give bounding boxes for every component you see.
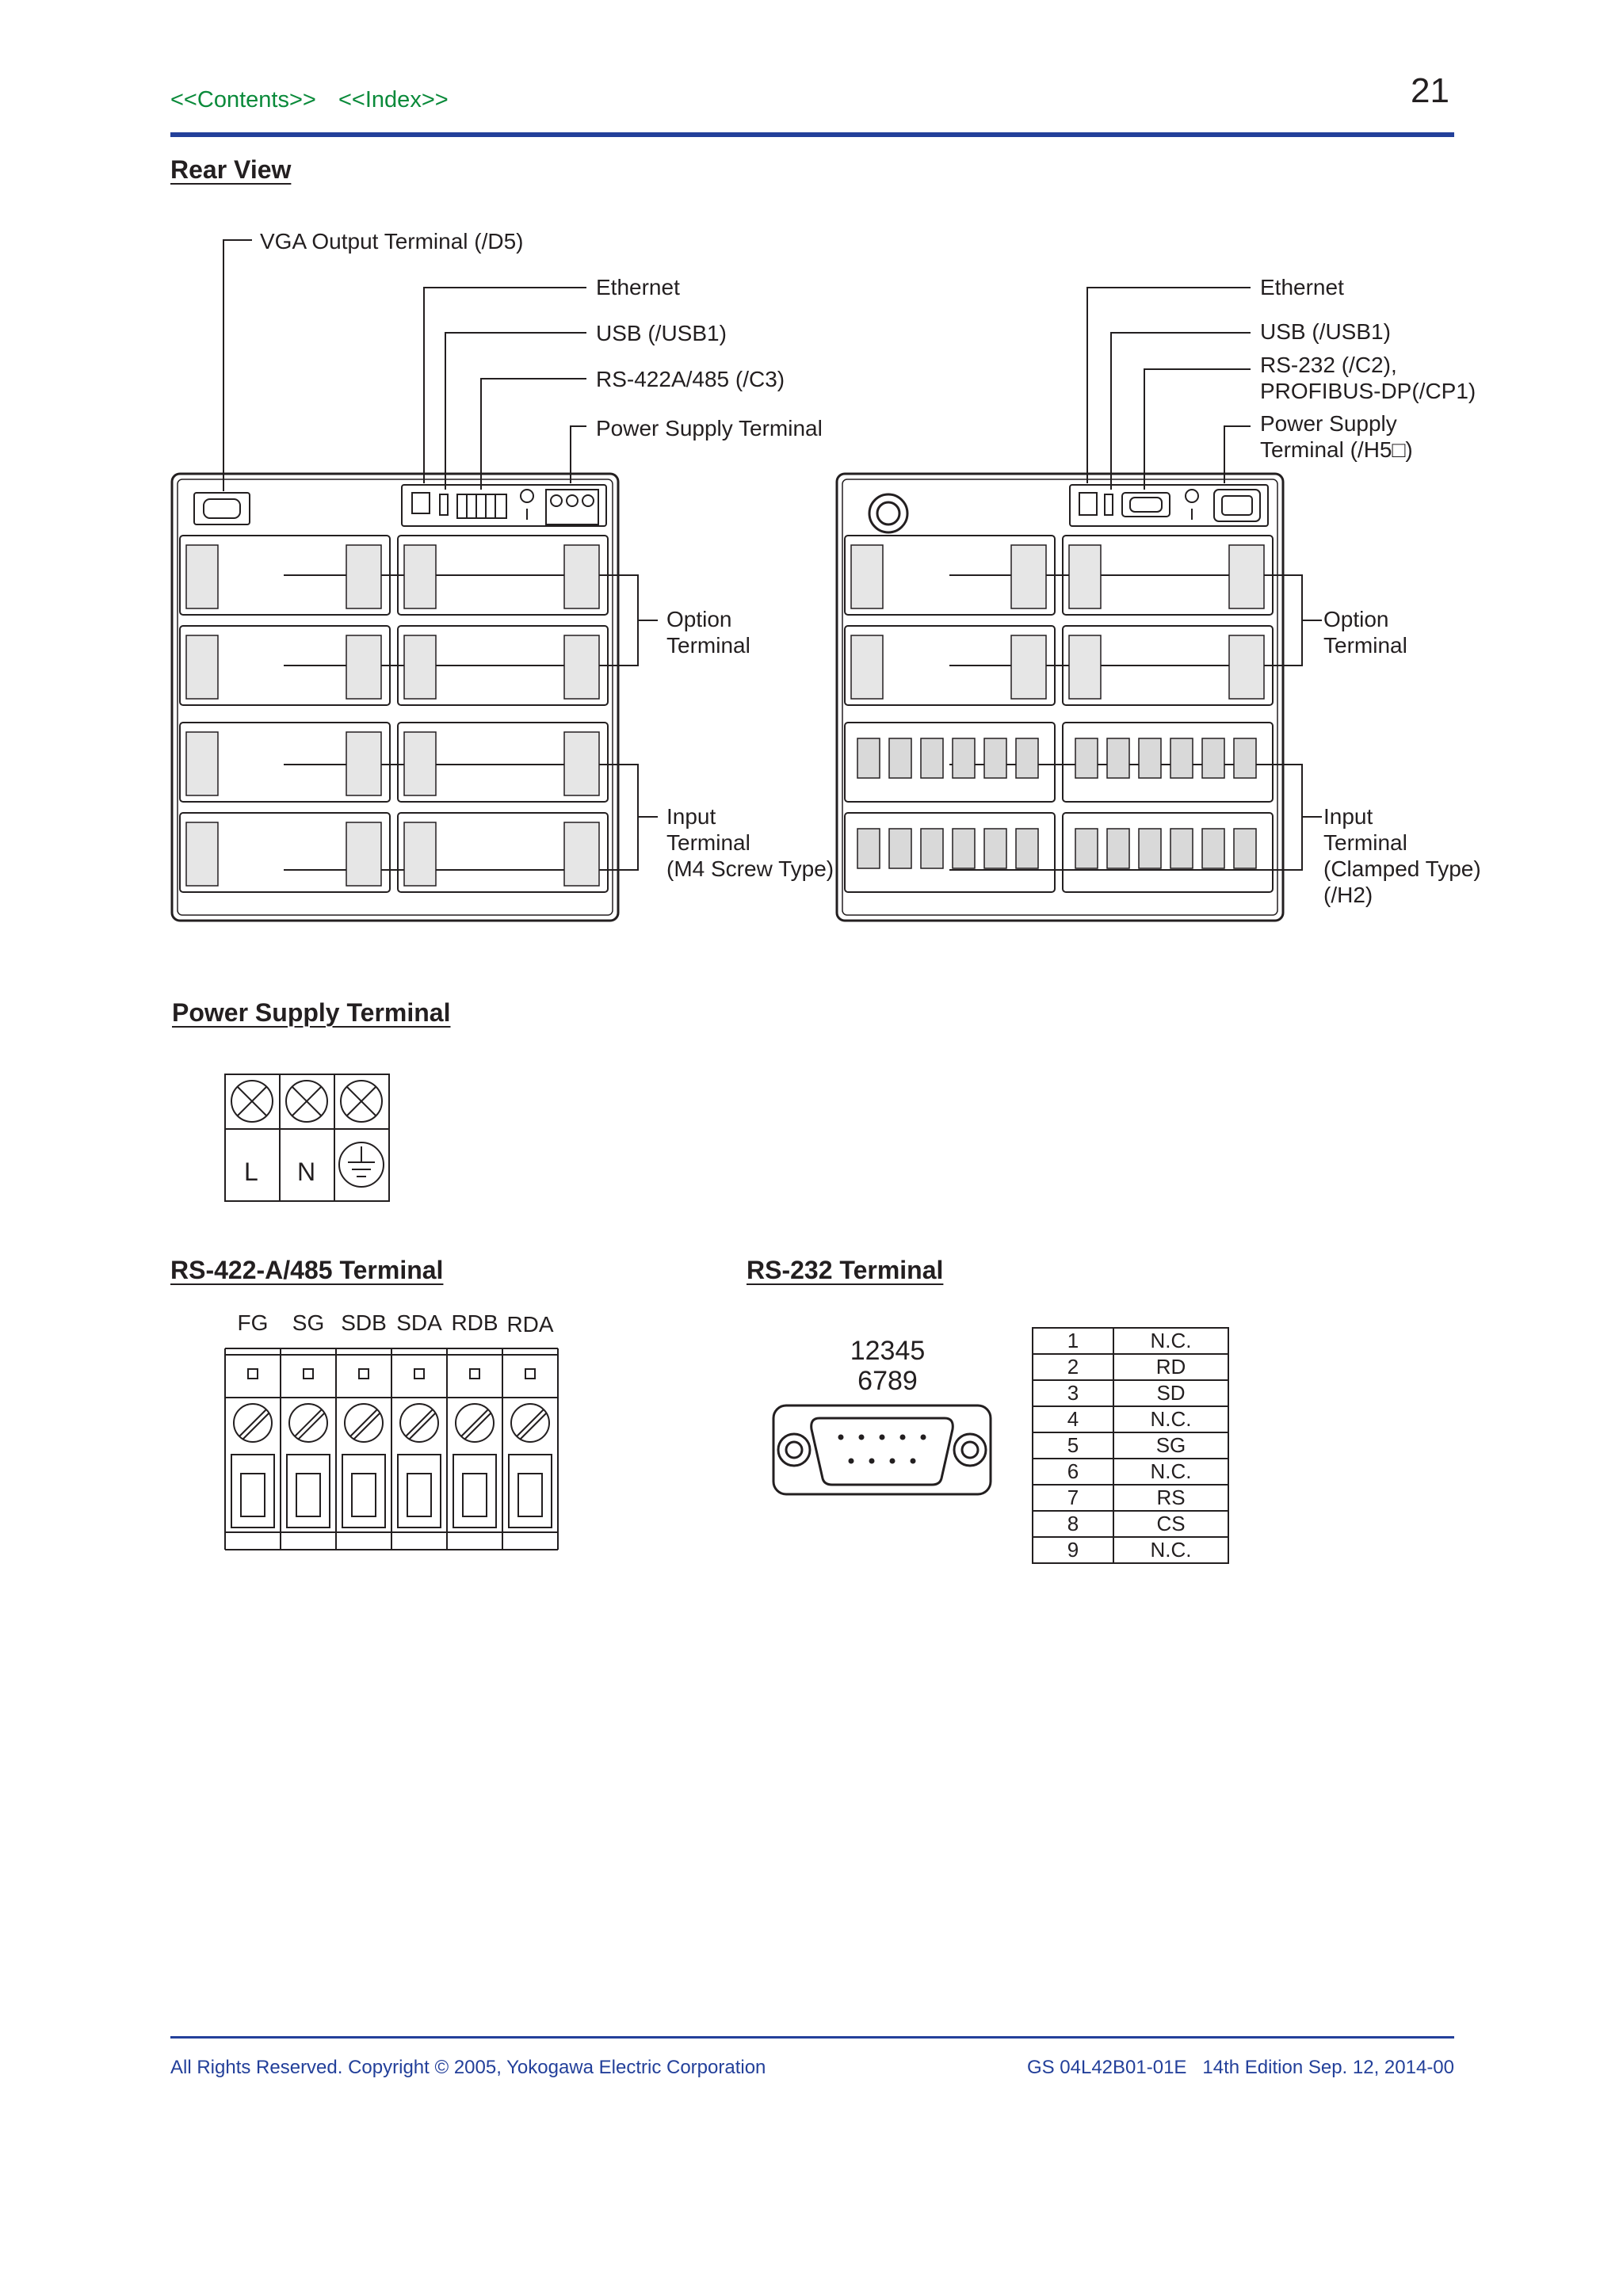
rs232-pin-signal: N.C. xyxy=(1113,1458,1229,1486)
right-option-label: Option Terminal xyxy=(1323,607,1407,658)
power-label-l: L xyxy=(244,1158,258,1186)
rs232-pin-signal: SD xyxy=(1113,1379,1229,1407)
right-power-label: Power Supply Terminal (/H5□) xyxy=(1260,411,1413,462)
rs232-pin-number: 9 xyxy=(1032,1536,1114,1564)
rear-view-leader-lines xyxy=(223,239,1322,871)
right-ethernet-label: Ethernet xyxy=(1260,275,1344,299)
page-number: 21 xyxy=(1411,71,1449,110)
rs422-heading: RS-422-A/485 Terminal xyxy=(170,1256,444,1284)
left-rs422-label: RS-422A/485 (/C3) xyxy=(596,367,785,391)
header-rule xyxy=(170,132,1454,137)
rs422-pin-fg: FG xyxy=(237,1310,269,1335)
rs422-pin-rda: RDA xyxy=(506,1312,554,1337)
rs232-pin-signal: N.C. xyxy=(1113,1536,1229,1564)
rs232-pin-signal: N.C. xyxy=(1113,1327,1229,1355)
ground-knob-icon xyxy=(868,493,909,534)
left-ethernet-label: Ethernet xyxy=(596,275,680,299)
power-supply-heading: Power Supply Terminal xyxy=(172,998,451,1027)
rs232-heading: RS-232 Terminal xyxy=(747,1256,944,1284)
rear-view-right-unit xyxy=(835,472,1285,922)
rs232-pin-number: 8 xyxy=(1032,1510,1114,1538)
rs232-pin-signal: RS xyxy=(1113,1484,1229,1512)
footer-copyright: All Rights Reserved. Copyright © 2005, Y… xyxy=(170,2057,766,2078)
index-link[interactable]: <<Index>> xyxy=(338,87,449,113)
footer-doc-id: GS 04L42B01-01E 14th Edition Sep. 12, 20… xyxy=(1026,2057,1454,2078)
rs232-connector-row1: 12345 xyxy=(850,1336,926,1366)
vga-port-icon xyxy=(193,492,250,525)
rs422-pin-rdb: RDB xyxy=(451,1310,498,1335)
power-supply-diagram xyxy=(224,1074,390,1202)
rs232-pin-number: 6 xyxy=(1032,1458,1114,1486)
rs232-pin-number: 3 xyxy=(1032,1379,1114,1407)
rs232-pin-signal: SG xyxy=(1113,1432,1229,1459)
rs232-pin-signal: N.C. xyxy=(1113,1405,1229,1433)
rs232-connector-row2: 6789 xyxy=(857,1366,918,1396)
rear-view-heading: Rear View xyxy=(170,155,292,184)
footer-rule xyxy=(170,2036,1454,2039)
rs232-pin-number: 5 xyxy=(1032,1432,1114,1459)
rs422-pin-sg: SG xyxy=(292,1310,325,1335)
rs422-pin-sda: SDA xyxy=(396,1310,442,1335)
rear-view-left-unit xyxy=(170,472,620,922)
rs232-pin-signal: CS xyxy=(1113,1510,1229,1538)
rs232-pin-signal: RD xyxy=(1113,1353,1229,1381)
earth-ground-icon xyxy=(338,1142,384,1188)
left-input-label: Input Terminal (M4 Screw Type) xyxy=(666,804,834,881)
power-label-n: N xyxy=(297,1158,316,1186)
left-vga-label: VGA Output Terminal (/D5) xyxy=(260,229,524,254)
rs232-pin-number: 1 xyxy=(1032,1327,1114,1355)
left-option-label: Option Terminal xyxy=(666,607,750,658)
rs232-pin-number: 2 xyxy=(1032,1353,1114,1381)
rs422-pin-sdb: SDB xyxy=(341,1310,387,1335)
left-usb-label: USB (/USB1) xyxy=(596,321,727,345)
rs232-pin-number: 7 xyxy=(1032,1484,1114,1512)
right-input-label: Input Terminal (Clamped Type) (/H2) xyxy=(1323,804,1481,907)
rs232-dsub-connector xyxy=(772,1404,992,1496)
right-usb-label: USB (/USB1) xyxy=(1260,319,1391,344)
left-power-label: Power Supply Terminal xyxy=(596,416,823,441)
contents-link[interactable]: <<Contents>> xyxy=(170,87,316,113)
rs422-terminal-diagram xyxy=(224,1348,559,1550)
right-rs232-label: RS-232 (/C2), PROFIBUS-DP(/CP1) xyxy=(1260,353,1476,403)
rs232-pin-number: 4 xyxy=(1032,1405,1114,1433)
